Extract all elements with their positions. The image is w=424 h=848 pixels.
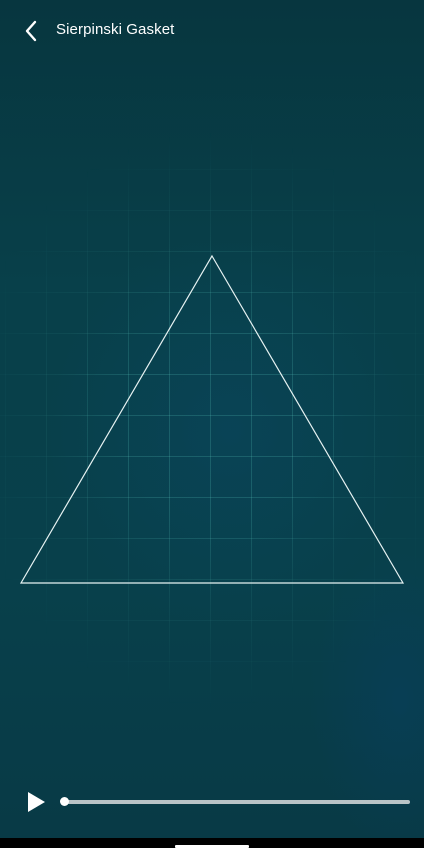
sierpinski-triangle — [19, 254, 405, 584]
home-indicator[interactable] — [175, 845, 249, 848]
play-button[interactable] — [24, 790, 48, 814]
slider-track — [64, 800, 410, 804]
system-nav-bar — [0, 838, 424, 848]
back-button[interactable] — [18, 17, 44, 45]
progress-slider[interactable] — [58, 792, 412, 812]
page-title: Sierpinski Gasket — [56, 21, 175, 38]
slider-thumb[interactable] — [60, 797, 69, 806]
play-icon — [28, 792, 45, 812]
app-header: Sierpinski Gasket — [0, 0, 424, 62]
chevron-left-icon — [25, 20, 37, 42]
playback-controls — [0, 782, 424, 822]
